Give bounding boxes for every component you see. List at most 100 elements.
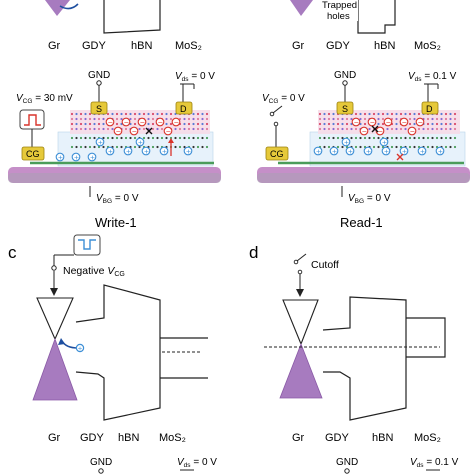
gdy-band-edge [357,0,396,34]
electron-marker [137,117,147,127]
lattice-atom [169,122,173,126]
lattice-atom [174,127,177,131]
graphene-dirac-cone-upper [36,297,74,341]
lattice-atom [165,117,168,121]
lattice-atom [395,145,398,149]
charge-sign: − [158,118,163,126]
control-gate-electrode [21,146,45,161]
lattice-atom [318,117,322,121]
lattice-atom [178,145,182,149]
write-device: GND Vds = 0 V VCG = 30 mV −−−−−−−− +++++… [8,70,221,230]
label-mos2: MoS₂ [414,40,441,52]
electron-marker [367,117,377,127]
lattice-atom [174,145,177,149]
lattice-atom [147,136,150,140]
lattice-atom [79,112,83,116]
lattice-atom [88,145,92,149]
lattice-atom [444,145,448,149]
electron-marker [415,117,425,127]
lattice-atom [192,127,195,131]
hole-marker [183,146,193,156]
label-gr: Gr [292,40,305,52]
charge-sign: + [420,147,425,155]
lattice-atom [363,122,367,126]
lattice-atom [75,145,78,149]
hbn-conduction-band [75,284,161,421]
lattice-atom [336,127,340,131]
charge-sign: − [370,118,375,126]
lattice-atom [377,145,380,149]
lattice-atom [97,145,101,149]
lattice-atom [84,145,87,149]
lattice-atom [120,117,123,121]
lattice-atom [201,136,204,140]
lattice-atom [431,136,434,140]
charge-sign: + [90,153,95,161]
lattice-atom [404,127,407,131]
lattice-atom [354,112,358,116]
lattice-atom [390,145,394,149]
lattice-atom [341,136,344,140]
lattice-atom [395,136,398,140]
gnd-terminal [342,80,348,86]
lattice-atom [205,127,209,131]
lattice-atom [70,136,74,140]
lattice-atom [341,145,344,149]
charge-sign: + [186,147,191,155]
lattice-atom [178,136,182,140]
lattice-atom [327,145,331,149]
hole-marker [345,146,355,156]
lattice-atom [372,145,376,149]
lattice-atom [381,122,385,126]
lattice-atom [372,112,376,116]
charge-sign: + [382,138,387,146]
vbg-label: VBG = 0 V [348,193,391,205]
graphene-dirac-cone-lower [279,342,323,399]
lattice-atom [138,112,141,116]
lattice-atom [435,117,439,121]
lattice-atom [426,136,430,140]
lattice-atom [426,122,430,126]
hole-marker [341,137,351,147]
lattice-atom [196,122,200,126]
lattice-atom [192,122,195,126]
lattice-atom [350,136,353,140]
lattice-atom [444,136,448,140]
hole-marker [75,343,85,353]
charge-sign: + [162,147,167,155]
lattice-atom [133,145,137,149]
lattice-atom [408,117,412,121]
lattice-atom [205,136,209,140]
lattice-atom [354,145,358,149]
lattice-atom [151,112,155,116]
lattice-atom [120,136,123,140]
source-electrode [336,101,354,115]
charge-sign: + [58,153,63,161]
top-right-band-diagram: Trapped holes Gr GDY hBN MoS₂ [290,0,441,52]
lattice-atom [70,117,74,121]
lattice-atom [205,117,209,121]
lattice-atom [196,145,200,149]
lattice-atom [440,127,443,131]
lattice-atom [440,136,443,140]
label-gdy: GDY [82,40,107,52]
lattice-atom [363,117,367,121]
top-left-band-diagram: Gr GDY hBN MoS₂ [45,0,202,52]
lattice-atom [124,127,128,131]
lattice-atom [318,127,322,131]
lattice-atom [183,145,186,149]
lattice-atom [192,112,195,116]
lattice-atom [417,127,421,131]
lattice-atom [444,127,448,131]
lattice-atom [115,117,119,121]
hole-marker [159,146,169,156]
lattice-atom [106,112,110,116]
electron-marker [399,117,409,127]
gnd-label: GND [88,70,110,81]
lattice-atom [79,127,83,131]
lattice-atom [151,127,155,131]
lattice-atom [75,117,78,121]
lattice-atom [93,122,96,126]
lattice-atom [192,117,195,121]
